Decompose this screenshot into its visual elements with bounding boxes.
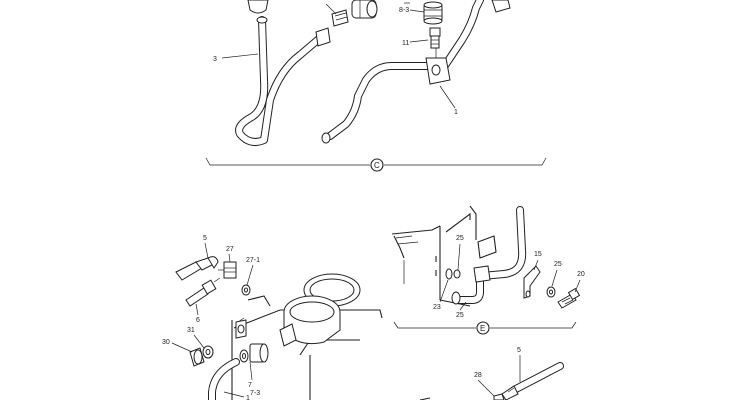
connector-27	[218, 261, 237, 279]
hose-5	[175, 256, 219, 281]
lower-left-assembly: 5 27 27-1 6 31	[162, 235, 383, 400]
section-c-bracket: C	[205, 157, 547, 172]
callout-20: 20	[577, 271, 585, 278]
pipe-1-lower	[208, 358, 240, 400]
callout-31: 31	[187, 327, 195, 334]
callout-15: 15	[534, 251, 542, 258]
hose-5-bottom	[419, 362, 564, 400]
washer-23	[445, 268, 461, 280]
fitting-7	[235, 319, 269, 363]
callout-1-lower: 1	[246, 395, 250, 400]
callout-5-left: 5	[203, 235, 207, 242]
callout-25-a: 25	[456, 235, 464, 242]
callout-27-1: 27-1	[246, 257, 260, 264]
cap-part	[247, 0, 269, 14]
callout-27: 27	[226, 246, 234, 253]
callout-6: 6	[196, 317, 200, 324]
pipe-3	[235, 16, 331, 146]
section-mark-e: E	[480, 324, 485, 333]
bolt-11	[429, 27, 441, 49]
fitting-8-3	[423, 1, 443, 25]
fitting-top-right	[491, 0, 511, 13]
section-mark-c: C	[374, 161, 380, 170]
callout-8-3: 8-3	[399, 7, 409, 14]
nut-25	[546, 286, 556, 298]
callout-30: 30	[162, 339, 170, 346]
pipe-1-upper	[321, 0, 484, 144]
plug-30	[189, 347, 205, 367]
upper-assembly: 3 8-3	[205, 0, 547, 172]
section-e-bracket: E	[393, 321, 577, 335]
air-cleaner	[279, 273, 361, 347]
washer-27-1	[241, 284, 251, 296]
tube-vertical	[478, 206, 527, 280]
callout-1-upper: 1	[454, 109, 458, 116]
fitting-threaded	[325, 3, 349, 27]
union-fitting	[351, 0, 378, 19]
clamp-15	[523, 265, 541, 299]
callout-28: 28	[474, 372, 482, 379]
callout-25-b: 25	[554, 261, 562, 268]
elbow-25	[451, 265, 491, 305]
callout-11: 11	[402, 40, 409, 47]
sensor-6	[185, 277, 221, 307]
callout-25-c: 25	[456, 312, 464, 319]
lower-right-assembly: 23 25 25 15 25 20	[391, 205, 585, 400]
callout-7-3: 7-3	[250, 390, 260, 397]
engine-frame	[391, 205, 497, 307]
callout-3: 3	[213, 56, 217, 63]
callout-5-bottom: 5	[517, 347, 521, 354]
bolt-20	[557, 287, 581, 309]
callout-7: 7	[248, 382, 252, 389]
washer-31	[202, 345, 214, 359]
callout-23: 23	[433, 304, 441, 311]
